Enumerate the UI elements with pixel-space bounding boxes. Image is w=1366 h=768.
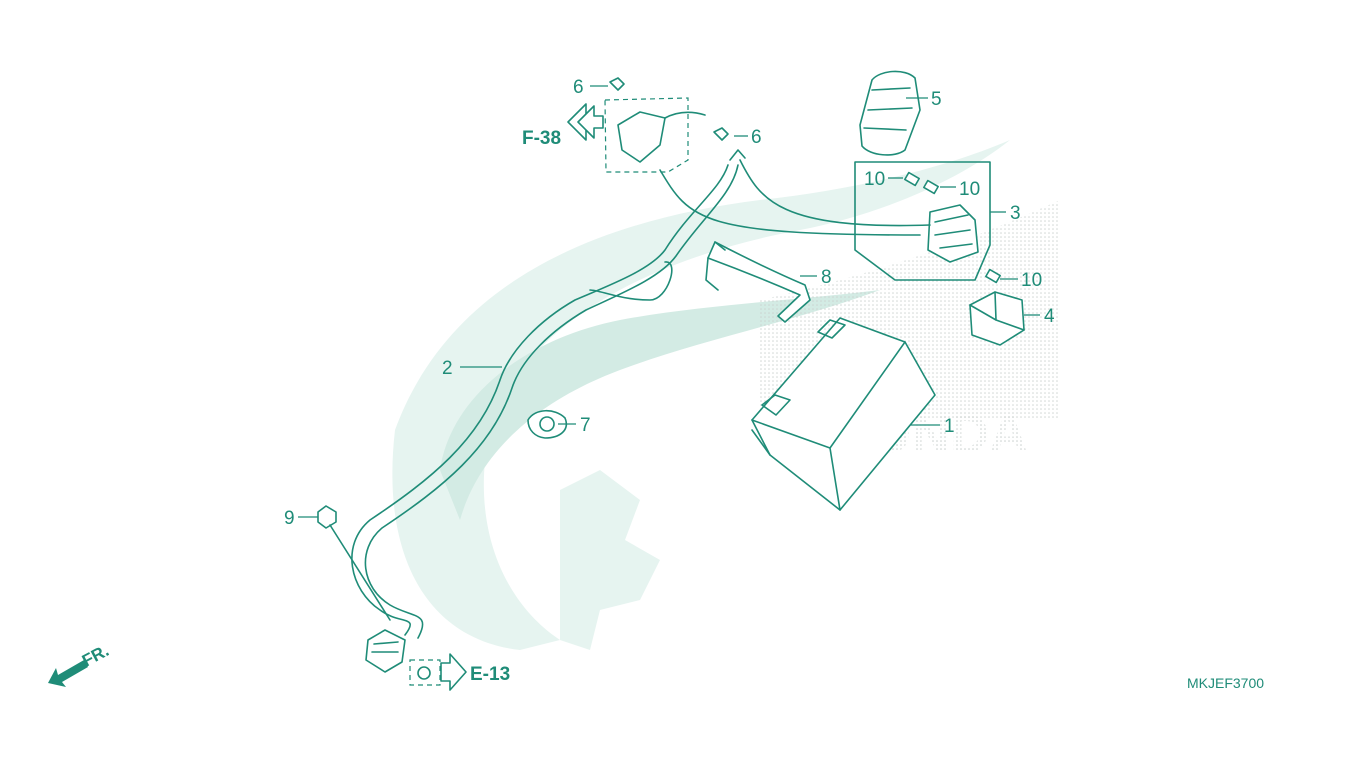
callout-5: 5 xyxy=(931,89,942,110)
part-9-bolt xyxy=(317,505,391,621)
callout-6b: 6 xyxy=(751,127,762,148)
front-arrow-icon xyxy=(48,660,88,687)
drawing-code: MKJEF3700 xyxy=(1187,675,1264,691)
part-2-harness xyxy=(351,149,931,639)
callout-4: 4 xyxy=(1044,306,1055,327)
callout-8: 8 xyxy=(821,267,832,288)
callout-6a: 6 xyxy=(573,77,584,98)
callout-1: 1 xyxy=(944,416,955,437)
top-bracket xyxy=(604,77,729,173)
leader-lines xyxy=(298,85,1040,518)
callout-10b: 10 xyxy=(959,179,980,200)
part-7-clamp xyxy=(527,409,567,439)
callouts: 1 2 3 4 5 6 6 7 8 9 10 10 10 xyxy=(284,77,1055,529)
part-10-fuses xyxy=(904,171,1001,284)
part-8-band xyxy=(705,241,811,323)
callout-10a: 10 xyxy=(864,169,885,190)
callout-9: 9 xyxy=(284,508,295,529)
callout-2: 2 xyxy=(442,358,453,379)
part-5-cover xyxy=(859,70,921,156)
part-1-battery xyxy=(751,317,936,511)
ref-f38-label[interactable]: F-38 xyxy=(522,128,561,149)
ref-link-f38[interactable]: F-38 xyxy=(522,103,604,149)
callout-3: 3 xyxy=(1010,203,1021,224)
callout-7: 7 xyxy=(580,415,591,436)
front-direction-indicator: FR. xyxy=(48,641,112,687)
part-3-relay xyxy=(854,161,991,281)
callout-10c: 10 xyxy=(1021,270,1042,291)
ref-link-e13[interactable]: E-13 xyxy=(440,653,510,691)
ref-e13-label[interactable]: E-13 xyxy=(470,664,510,685)
part-4-relay xyxy=(969,291,1025,346)
harness-terminal xyxy=(365,629,441,686)
